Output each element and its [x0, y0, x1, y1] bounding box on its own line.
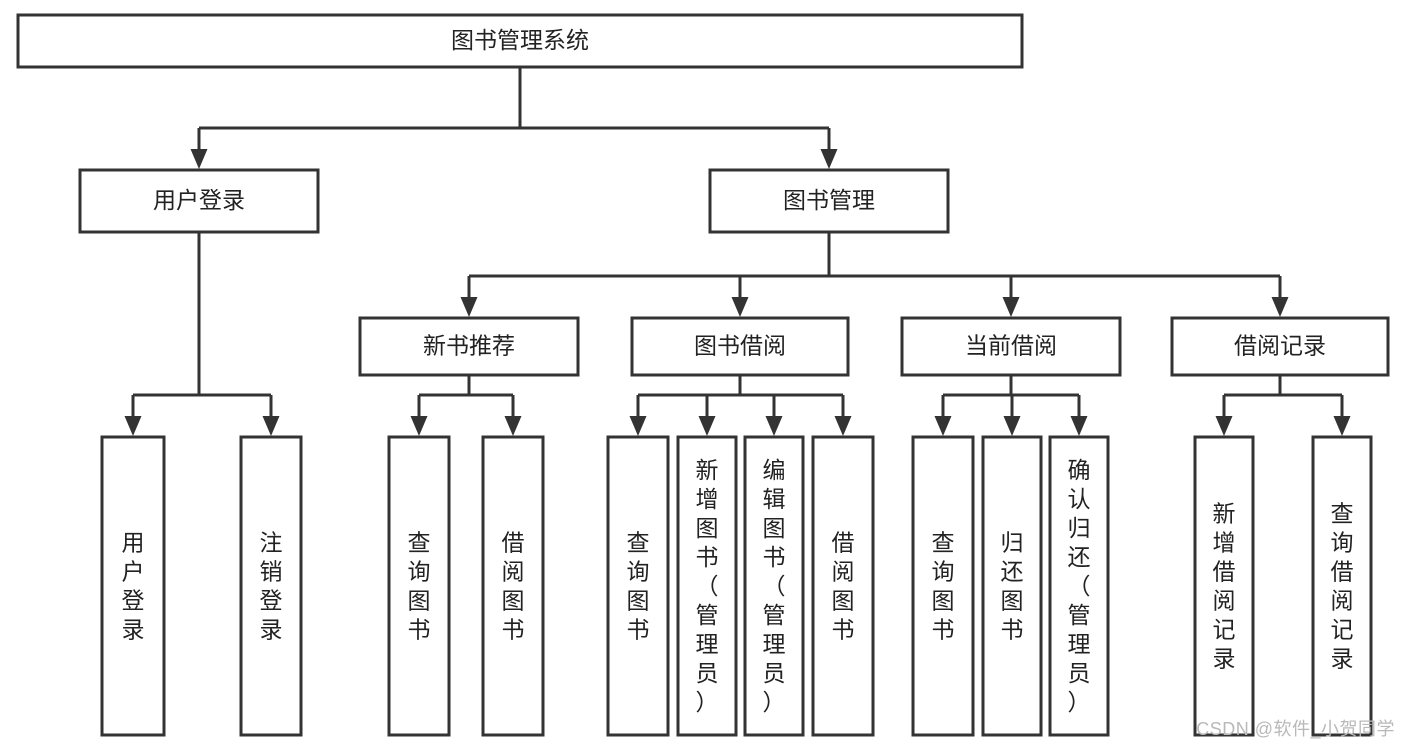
node-label: 用户登录: [153, 187, 245, 213]
node-label: 查询借阅记录: [1331, 501, 1354, 672]
node-leaf-user-login[interactable]: 用户登录: [100, 435, 166, 737]
node-label: 查询图书: [932, 530, 955, 643]
node-leaf-rec-query-record[interactable]: 查询借阅记录: [1311, 435, 1373, 737]
arrow-head-icon: [504, 416, 522, 436]
node-label: 借阅记录: [1234, 333, 1326, 359]
node-label: 查询图书: [627, 530, 650, 643]
arrow-head-icon: [190, 149, 208, 169]
node-l2-borrow-record[interactable]: 借阅记录: [1170, 316, 1390, 377]
connector-group: [629, 375, 852, 436]
arrow-head-icon: [1003, 416, 1021, 436]
node-box[interactable]: [1193, 435, 1255, 737]
arrow-head-icon: [1002, 297, 1020, 317]
connector-group: [124, 232, 280, 436]
node-box[interactable]: [481, 435, 545, 737]
node-box[interactable]: [239, 435, 303, 737]
arrow-head-icon: [1070, 416, 1088, 436]
node-l1-book-manage[interactable]: 图书管理: [708, 168, 950, 234]
node-box[interactable]: [811, 435, 875, 737]
connector-group: [1215, 375, 1351, 436]
node-box[interactable]: [1048, 435, 1110, 737]
node-l2-current-borrow[interactable]: 当前借阅: [900, 316, 1122, 377]
arrow-head-icon: [731, 297, 749, 317]
node-leaf-cur-query-book[interactable]: 查询图书: [911, 435, 975, 737]
node-box[interactable]: [1311, 435, 1373, 737]
node-leaf-rec-borrow-book[interactable]: 借阅图书: [481, 435, 545, 737]
node-leaf-borrow-edit-book[interactable]: 编辑图书（管理员）: [743, 435, 805, 737]
node-root[interactable]: 图书管理系统: [16, 13, 1024, 69]
node-box[interactable]: [358, 316, 580, 377]
node-leaf-borrow-query-book[interactable]: 查询图书: [606, 435, 670, 737]
node-leaf-cur-return-book[interactable]: 归还图书: [981, 435, 1043, 737]
node-leaf-borrow-add-book[interactable]: 新增图书（管理员）: [676, 435, 738, 737]
node-label: 图书借阅: [694, 333, 786, 359]
connector-layer: [124, 67, 1351, 436]
node-label: 借阅图书: [502, 530, 525, 643]
node-box[interactable]: [743, 435, 805, 737]
node-leaf-cur-confirm-return[interactable]: 确认归还（管理员）: [1048, 435, 1110, 737]
node-label: 编辑图书（管理员）: [763, 457, 786, 715]
node-leaf-rec-query-book[interactable]: 查询图书: [387, 435, 451, 737]
node-box[interactable]: [911, 435, 975, 737]
arrow-head-icon: [460, 297, 478, 317]
arrow-head-icon: [1271, 297, 1289, 317]
node-l2-new-book-rec[interactable]: 新书推荐: [358, 316, 580, 377]
arrow-head-icon: [765, 416, 783, 436]
node-l2-book-borrow[interactable]: 图书借阅: [630, 316, 850, 377]
node-label: 归还图书: [1001, 530, 1024, 643]
arrow-head-icon: [834, 416, 852, 436]
arrow-head-icon: [1215, 416, 1233, 436]
node-leaf-user-logout[interactable]: 注销登录: [239, 435, 303, 737]
arrow-head-icon: [820, 149, 838, 169]
arrow-head-icon: [262, 416, 280, 436]
connector-group: [190, 67, 838, 169]
node-label: 图书管理: [783, 187, 875, 213]
node-label: 借阅图书: [832, 530, 855, 643]
node-label: 注销登录: [260, 530, 283, 643]
arrow-head-icon: [1333, 416, 1351, 436]
node-label: 新增借阅记录: [1213, 501, 1236, 672]
node-box[interactable]: [100, 435, 166, 737]
node-box[interactable]: [387, 435, 451, 737]
node-leaf-rec-add-record[interactable]: 新增借阅记录: [1193, 435, 1255, 737]
node-layer: 图书管理系统用户登录图书管理新书推荐图书借阅当前借阅借阅记录用户登录注销登录查询…: [16, 13, 1390, 737]
node-leaf-borrow-borrow-book[interactable]: 借阅图书: [811, 435, 875, 737]
arrow-head-icon: [410, 416, 428, 436]
node-box[interactable]: [630, 316, 850, 377]
node-box[interactable]: [708, 168, 950, 234]
node-box[interactable]: [676, 435, 738, 737]
node-box[interactable]: [16, 13, 1024, 69]
node-label: 当前借阅: [965, 333, 1057, 359]
node-label: 用户登录: [122, 530, 145, 643]
arrow-head-icon: [934, 416, 952, 436]
connector-group: [410, 375, 522, 436]
arrow-head-icon: [629, 416, 647, 436]
connector-group: [934, 375, 1088, 436]
node-box[interactable]: [78, 168, 320, 234]
node-label: 查询图书: [408, 530, 431, 643]
node-label: 图书管理系统: [451, 27, 589, 53]
node-box[interactable]: [900, 316, 1122, 377]
node-label: 新增图书（管理员）: [696, 457, 719, 715]
node-box[interactable]: [981, 435, 1043, 737]
watermark-text: CSDN @软件_小贺同学: [1196, 719, 1395, 739]
node-l1-user-login[interactable]: 用户登录: [78, 168, 320, 234]
node-label: 确认归还（管理员）: [1068, 457, 1091, 715]
node-box[interactable]: [1170, 316, 1390, 377]
arrow-head-icon: [124, 416, 142, 436]
node-label: 新书推荐: [423, 333, 515, 359]
node-box[interactable]: [606, 435, 670, 737]
arrow-head-icon: [698, 416, 716, 436]
connector-group: [460, 232, 1289, 317]
